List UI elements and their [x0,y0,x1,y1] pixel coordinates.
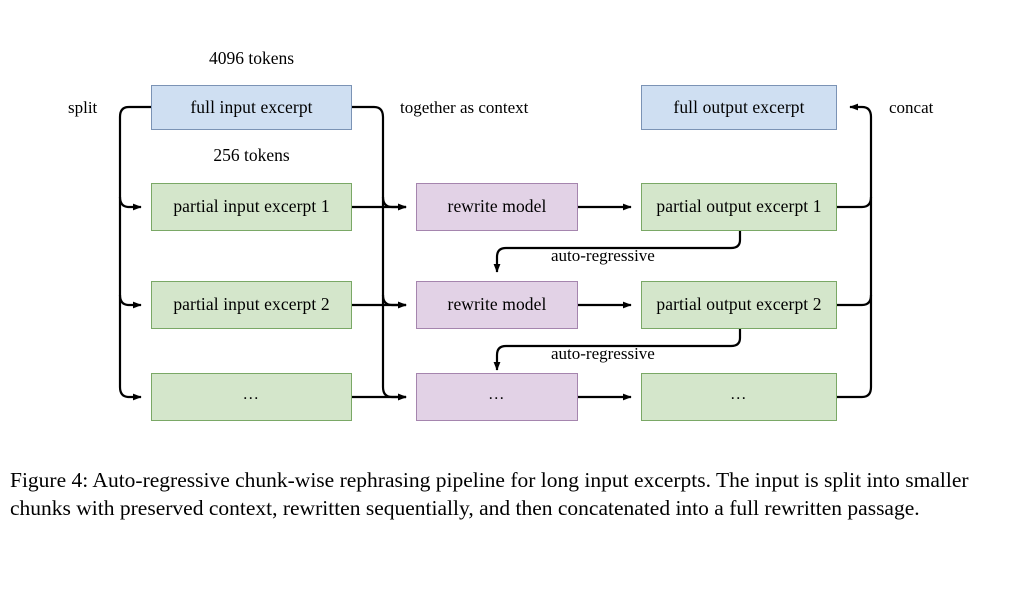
node-full-input-excerpt[interactable]: full input excerpt [151,85,352,130]
diagram-canvas: 4096 tokens 256 tokens split together as… [68,48,934,421]
edge-label-auto-regressive-1: auto-regressive [551,246,655,265]
node-full-input-excerpt-label: full input excerpt [190,96,313,117]
diagram-edges [118,103,873,401]
node-full-output-excerpt-label: full output excerpt [673,96,805,117]
node-rewrite-model-1-label: rewrite model [447,196,547,217]
size-label-partial-input: 256 tokens [213,145,290,165]
edge-split-to-partial-input-1 [118,196,142,211]
edge-label-split: split [68,98,98,117]
node-rewrite-model-more-label: ... [488,386,506,403]
edge-label-concat: concat [889,98,934,117]
edge-concat-from-partial-output-2 [837,294,873,307]
node-rewrite-model-2[interactable]: rewrite model [416,281,578,329]
figure-caption: Figure 4: Auto-regressive chunk-wise rep… [10,468,969,520]
node-rewrite-model-1[interactable]: rewrite model [416,183,578,231]
node-partial-output-excerpt-2-label: partial output excerpt 2 [656,294,822,315]
node-partial-output-excerpt-1[interactable]: partial output excerpt 1 [641,183,837,231]
edge-concat-trunk [837,103,873,399]
node-partial-output-excerpt-2[interactable]: partial output excerpt 2 [641,281,837,329]
node-partial-input-excerpt-more[interactable]: ... [151,373,352,421]
node-partial-input-excerpt-2[interactable]: partial input excerpt 2 [151,281,352,329]
edge-auto-regressive-1 [493,231,742,273]
edge-concat-from-partial-output-1 [837,196,873,209]
node-partial-input-excerpt-1[interactable]: partial input excerpt 1 [151,183,352,231]
edge-label-together-as-context: together as context [400,98,529,117]
node-partial-input-excerpt-2-label: partial input excerpt 2 [173,294,330,315]
node-partial-input-excerpt-1-label: partial input excerpt 1 [173,196,330,217]
edge-context-trunk [352,105,407,401]
edge-context-to-rewrite-2 [381,294,407,309]
edge-split-to-partial-input-2 [118,294,142,309]
edge-context-to-rewrite-1 [381,196,407,211]
node-partial-output-excerpt-more-label: ... [730,386,748,403]
edge-label-auto-regressive-2: auto-regressive [551,344,655,363]
node-partial-output-excerpt-1-label: partial output excerpt 1 [656,196,822,217]
node-partial-output-excerpt-more[interactable]: ... [641,373,837,421]
node-full-output-excerpt[interactable]: full output excerpt [641,85,837,130]
size-label-full-input: 4096 tokens [208,48,295,68]
node-partial-input-excerpt-more-label: ... [243,386,260,403]
edge-split-trunk [118,105,151,401]
node-rewrite-model-more[interactable]: ... [416,373,578,421]
edge-auto-regressive-2 [493,329,742,371]
node-rewrite-model-2-label: rewrite model [447,294,547,315]
